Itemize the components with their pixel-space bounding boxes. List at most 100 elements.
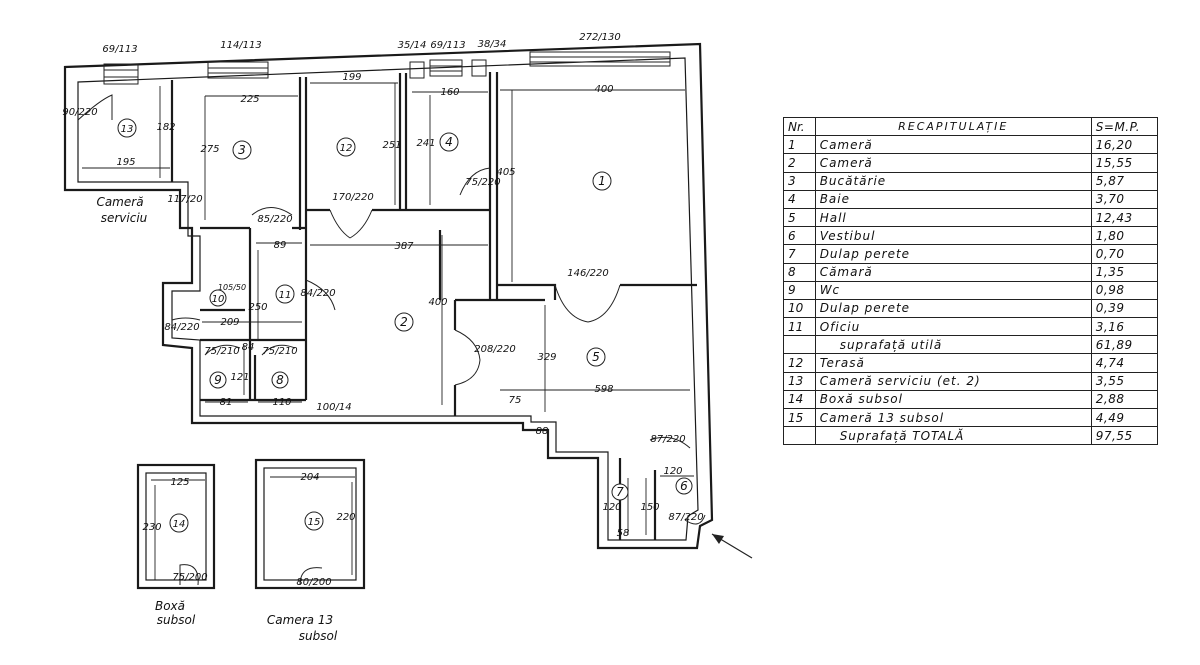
room-12: 12 <box>336 137 356 157</box>
exterior-wall <box>63 42 714 550</box>
dimension-label: 250 <box>248 302 267 313</box>
room-10: 10 <box>209 289 227 307</box>
dimension-label: 90/220 <box>62 107 97 118</box>
dimension-label: 85/220 <box>257 214 292 225</box>
room-1: 1 <box>592 171 612 191</box>
recap-area: 0,39 <box>1090 298 1159 319</box>
recap-area: 12,43 <box>1090 207 1159 228</box>
dimension-label: 120 <box>602 502 621 513</box>
caption-camera-serviciu-line2: serviciu <box>101 211 148 225</box>
dimension-label: 220 <box>336 512 355 523</box>
recap-nr: 11 <box>783 317 816 337</box>
room-14: 14 <box>169 513 189 533</box>
recap-room-name: Hall <box>814 207 1092 228</box>
svg-text:15: 15 <box>308 517 321 528</box>
dimension-label: 125 <box>170 477 189 488</box>
recap-nr: 2 <box>783 153 816 173</box>
recap-nr: 12 <box>783 353 816 373</box>
dimension-label: 58 <box>617 528 630 539</box>
dimension-label: 209 <box>220 317 239 328</box>
dimension-label: 88 <box>536 426 549 437</box>
dimension-label: 225 <box>240 94 259 105</box>
recap-room-name: Oficiu <box>814 317 1092 337</box>
dimension-label: 110 <box>272 397 291 408</box>
recap-header-row: Nr. RECAPITULAȚIE S=M.P. <box>783 116 1159 137</box>
dimension-label: 160 <box>440 87 459 98</box>
caption-boxa-subsol-line1: Boxă <box>155 599 185 613</box>
svg-text:12: 12 <box>340 143 353 154</box>
dimension-label: 204 <box>300 472 319 483</box>
dimension-label: 75/210 <box>204 346 239 357</box>
room-9: 9 <box>209 371 227 389</box>
dimension-label: 87/220 <box>668 512 703 523</box>
dimension-label: 146/220 <box>567 268 609 279</box>
room-7: 7 <box>611 483 629 501</box>
exterior-wall-inner <box>77 57 699 541</box>
recap-room-name: Vestibul <box>814 226 1092 246</box>
basement-room-wall <box>254 458 366 590</box>
basement-storage-wall <box>136 463 216 590</box>
recap-area: 0,98 <box>1090 280 1159 300</box>
recap-area: 3,70 <box>1090 189 1159 209</box>
dimension-label: 208/220 <box>474 344 516 355</box>
recap-area: 15,55 <box>1090 153 1159 173</box>
recap-header-area: S=M.P. <box>1090 116 1159 137</box>
recap-room-name: Bucătărie <box>814 171 1092 191</box>
recap-room-name: Cămară <box>814 262 1092 282</box>
recap-area: 4,49 <box>1090 407 1159 428</box>
dimension-label: 117/20 <box>167 194 202 205</box>
windows <box>103 51 671 85</box>
dimension-label: 84 <box>242 342 255 353</box>
recap-room-name: Wc <box>814 280 1092 300</box>
dimension-lines <box>82 82 694 580</box>
recap-area: 3,55 <box>1090 371 1159 391</box>
caption-camera-serviciu-line1: Cameră <box>96 195 143 209</box>
dimension-label: 35/14 <box>398 40 427 51</box>
recap-area: 1,80 <box>1090 226 1159 246</box>
room-15: 15 <box>304 511 324 531</box>
svg-text:3: 3 <box>238 143 246 157</box>
dimension-labels: 69/113 114/113 35/14 69/113 38/34 272/13… <box>62 32 703 588</box>
recap-room-name: Cameră 13 subsol <box>814 407 1092 428</box>
dimension-label: 84/220 <box>164 322 199 333</box>
recap-total-value: 97,55 <box>1090 426 1159 446</box>
recap-nr <box>783 335 816 355</box>
recap-header-nr: Nr. <box>783 116 816 137</box>
recap-nr: 13 <box>783 371 816 391</box>
caption-camera13-subsol-line1: Camera 13 <box>267 613 333 627</box>
dimension-label: 75/210 <box>262 346 297 357</box>
recap-nr: 4 <box>783 189 816 209</box>
recap-area: 16,20 <box>1090 135 1159 155</box>
caption-camera13-subsol-line2: subsol <box>299 629 338 643</box>
svg-text:5: 5 <box>592 350 600 364</box>
recap-nr: 6 <box>783 226 816 246</box>
dimension-label: 80/200 <box>296 577 331 588</box>
basement-storage-inner <box>145 472 207 581</box>
recap-nr: 3 <box>783 171 816 191</box>
recap-nr: 8 <box>783 262 816 282</box>
svg-text:11: 11 <box>279 290 292 301</box>
recap-header-title: RECAPITULAȚIE <box>814 116 1092 137</box>
svg-text:7: 7 <box>616 485 624 499</box>
recap-room-name: Baie <box>814 189 1092 209</box>
svg-text:2: 2 <box>400 315 408 329</box>
dimension-label: 241 <box>416 138 435 149</box>
dimension-label: 84/220 <box>300 288 335 299</box>
recap-area: 1,35 <box>1090 262 1159 282</box>
dimension-label: 405 <box>496 167 515 178</box>
svg-text:8: 8 <box>276 373 284 387</box>
dimension-label: 75 <box>509 395 522 406</box>
recap-total-label: Suprafață TOTALĂ <box>814 426 1092 446</box>
dimension-label: 275 <box>200 144 219 155</box>
svg-text:14: 14 <box>173 519 186 530</box>
